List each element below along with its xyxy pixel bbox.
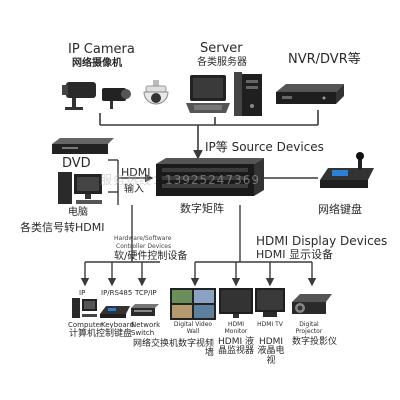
display-cn-tv: HDMI 液晶电视 [257,337,285,366]
digital-matrix-device [156,158,264,196]
hdmi-monitor-icon [219,288,253,318]
video-wall-icon [170,288,216,320]
input-label: 输入 [124,184,144,195]
dome-camera-icon [143,80,169,105]
watermark-text: 服务热线：13925247369 [100,173,260,187]
hdmi-input-label: HDMI [121,166,151,179]
server-cn: 各类服务器 [197,57,247,68]
control-bottom-switch: Network Switch [131,321,161,338]
network-switch-icon [131,304,159,316]
laptop-icon [186,75,230,113]
joystick-keyboard-icon [320,152,374,188]
matrix-label: 数字矩阵 [180,202,224,215]
display-cn-wall: 网络交换机数字视频墙 [132,339,214,359]
display-en: HDMI Display Devices [256,234,388,248]
display-en-wall: Digital Video Wall [173,321,213,335]
nvr-title: NVR/DVR等 [288,52,361,67]
display-cn: HDMI 显示设备 [256,248,333,261]
controller-en-2: Controller Devices [116,243,172,250]
ip-camera-title: IP Camera [68,42,135,57]
keyboard-label: 网络键盘 [318,203,362,216]
camera-icon [62,82,131,110]
dvd-player-icon [52,138,114,154]
control-top-tcp-ip: TCP/IP [135,289,157,297]
projector-icon [292,294,332,314]
control-caption: 计算机控制键盘 [69,329,133,339]
computer-icon [72,298,97,318]
server-icon [234,72,262,116]
control-bottom-keyboard: Keyboard [101,321,134,329]
pc-label: 电脑 [68,207,88,218]
control-keyboard-icon [100,306,130,318]
dvd-label: DVD [62,156,91,171]
display-cn-monitor: HDMI 液晶监视器 [218,337,255,357]
source-devices-label: IP等 Source Devices [205,140,324,154]
control-top-ip: IP [79,289,86,297]
controller-en-1: Hardware/Software [114,235,172,242]
display-en-tv: HDMI TV [257,321,283,328]
hdmi-tv-icon [255,288,285,317]
pc-icon [58,172,102,204]
nvr-icon [276,84,344,104]
control-top-ip-rs485: IP/RS485 [101,289,133,297]
display-en-projector: Digital Projector [295,321,323,335]
ip-camera-cn: 网络摄像机 [72,58,122,69]
controller-cn: 软/硬件控制设备 [114,251,188,262]
display-cn-projector: 数字投影仪 [292,337,338,347]
control-bottom-computer: Computer [68,321,103,329]
hdmi-convert-label: 各类信号转HDMI [20,221,105,234]
display-en-monitor: HDMI Monitor [224,321,248,335]
server-title: Server [200,41,243,56]
